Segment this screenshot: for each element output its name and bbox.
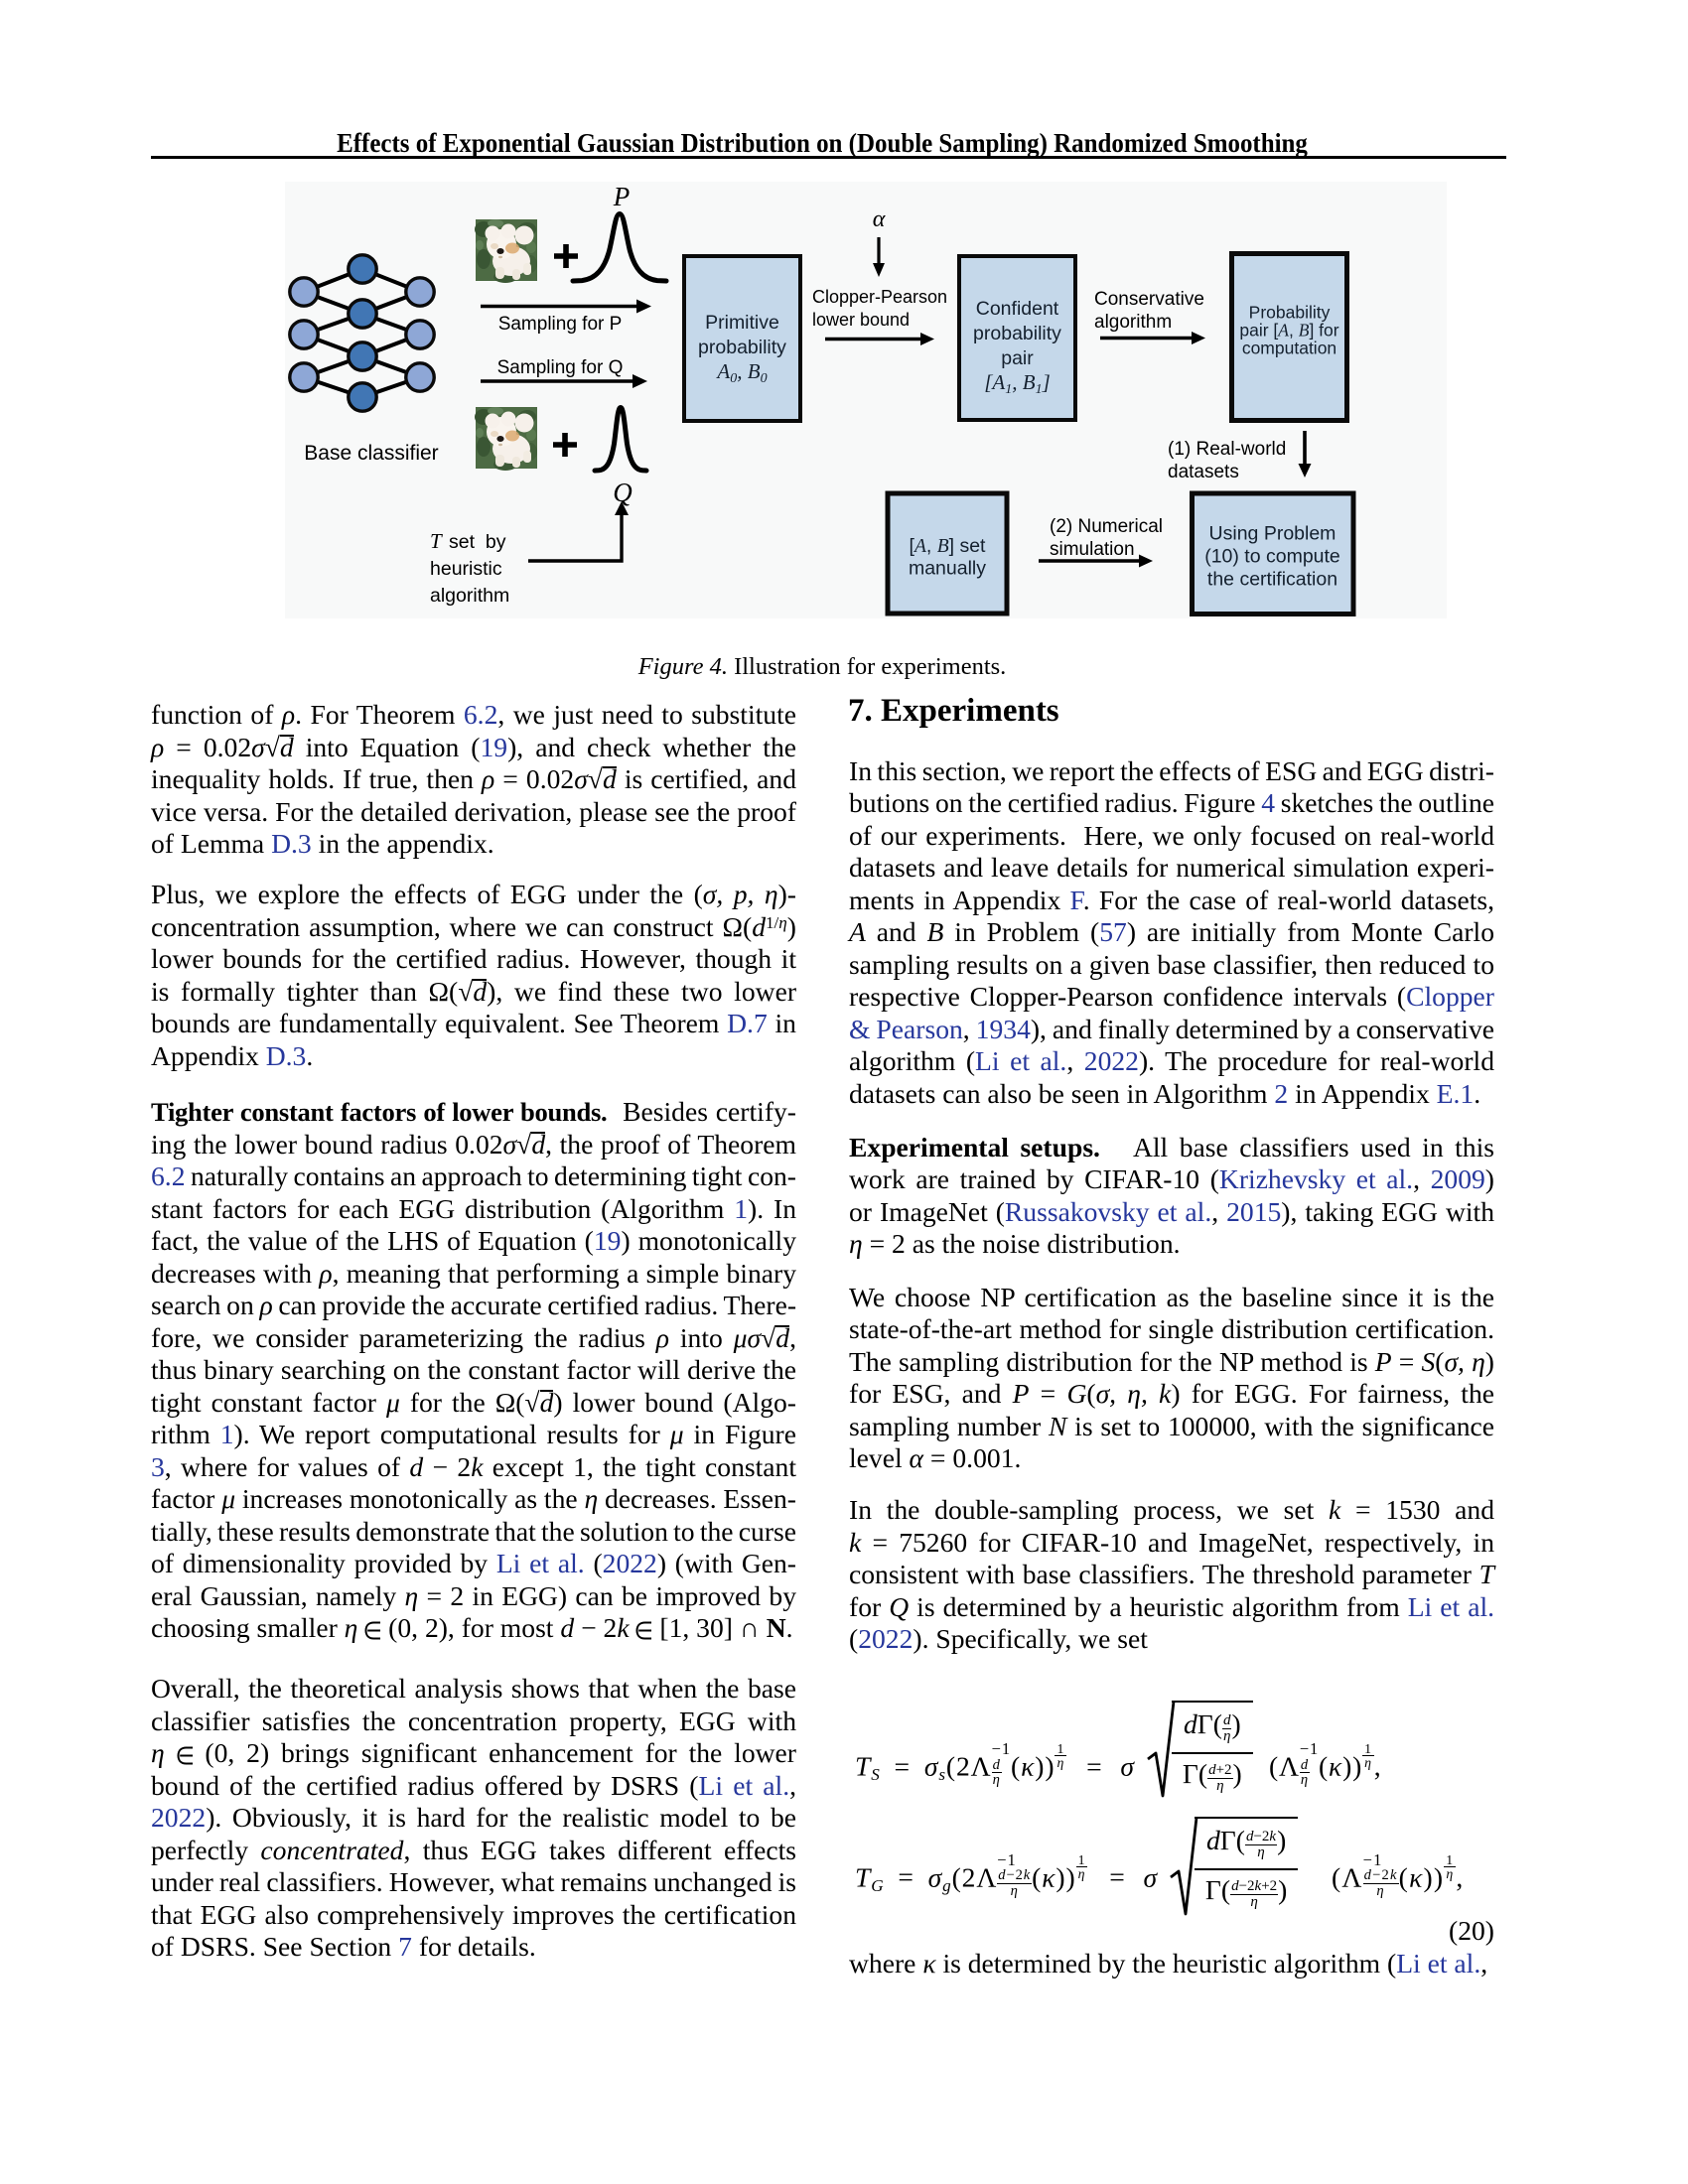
svg-text:Using Problem: Using Problem xyxy=(1209,523,1336,545)
svg-text:A0, B0: A0, B0 xyxy=(715,359,767,386)
svg-text:lower bound: lower bound xyxy=(812,310,910,330)
svg-text:algorithm: algorithm xyxy=(430,585,509,607)
svg-text:Q: Q xyxy=(613,478,633,507)
svg-text:Primitive: Primitive xyxy=(705,312,779,334)
svg-text:Conservative: Conservative xyxy=(1094,289,1204,310)
svg-text:probability: probability xyxy=(698,337,786,358)
svg-text:P: P xyxy=(613,182,631,211)
svg-text:set by: set by xyxy=(449,531,506,553)
svg-text:Confident: Confident xyxy=(976,298,1059,320)
svg-text:the certification: the certification xyxy=(1207,569,1337,591)
svg-text:probability: probability xyxy=(973,323,1061,344)
svg-text:datasets: datasets xyxy=(1168,462,1239,482)
svg-text:Clopper-Pearson: Clopper-Pearson xyxy=(812,287,947,307)
svg-text:α: α xyxy=(873,206,886,232)
svg-text:T: T xyxy=(430,529,443,553)
svg-text:Sampling for Q: Sampling for Q xyxy=(497,357,624,378)
svg-text:heuristic: heuristic xyxy=(430,558,502,580)
svg-text:(1) Real-world: (1) Real-world xyxy=(1168,439,1286,460)
svg-text:computation: computation xyxy=(1242,339,1336,358)
svg-text:Probability: Probability xyxy=(1249,303,1331,323)
svg-text:(2) Numerical: (2) Numerical xyxy=(1050,516,1163,537)
svg-text:algorithm: algorithm xyxy=(1094,312,1172,333)
svg-text:pair [A, B] for: pair [A, B] for xyxy=(1239,321,1338,341)
svg-text:pair: pair xyxy=(1001,347,1034,369)
svg-text:(10) to compute: (10) to compute xyxy=(1204,546,1340,568)
svg-text:[A, B] set: [A, B] set xyxy=(910,535,987,557)
svg-text:simulation: simulation xyxy=(1050,539,1135,560)
svg-text:Sampling for P: Sampling for P xyxy=(498,314,623,335)
svg-text:Base classifier: Base classifier xyxy=(304,442,438,465)
svg-text:manually: manually xyxy=(909,558,986,580)
